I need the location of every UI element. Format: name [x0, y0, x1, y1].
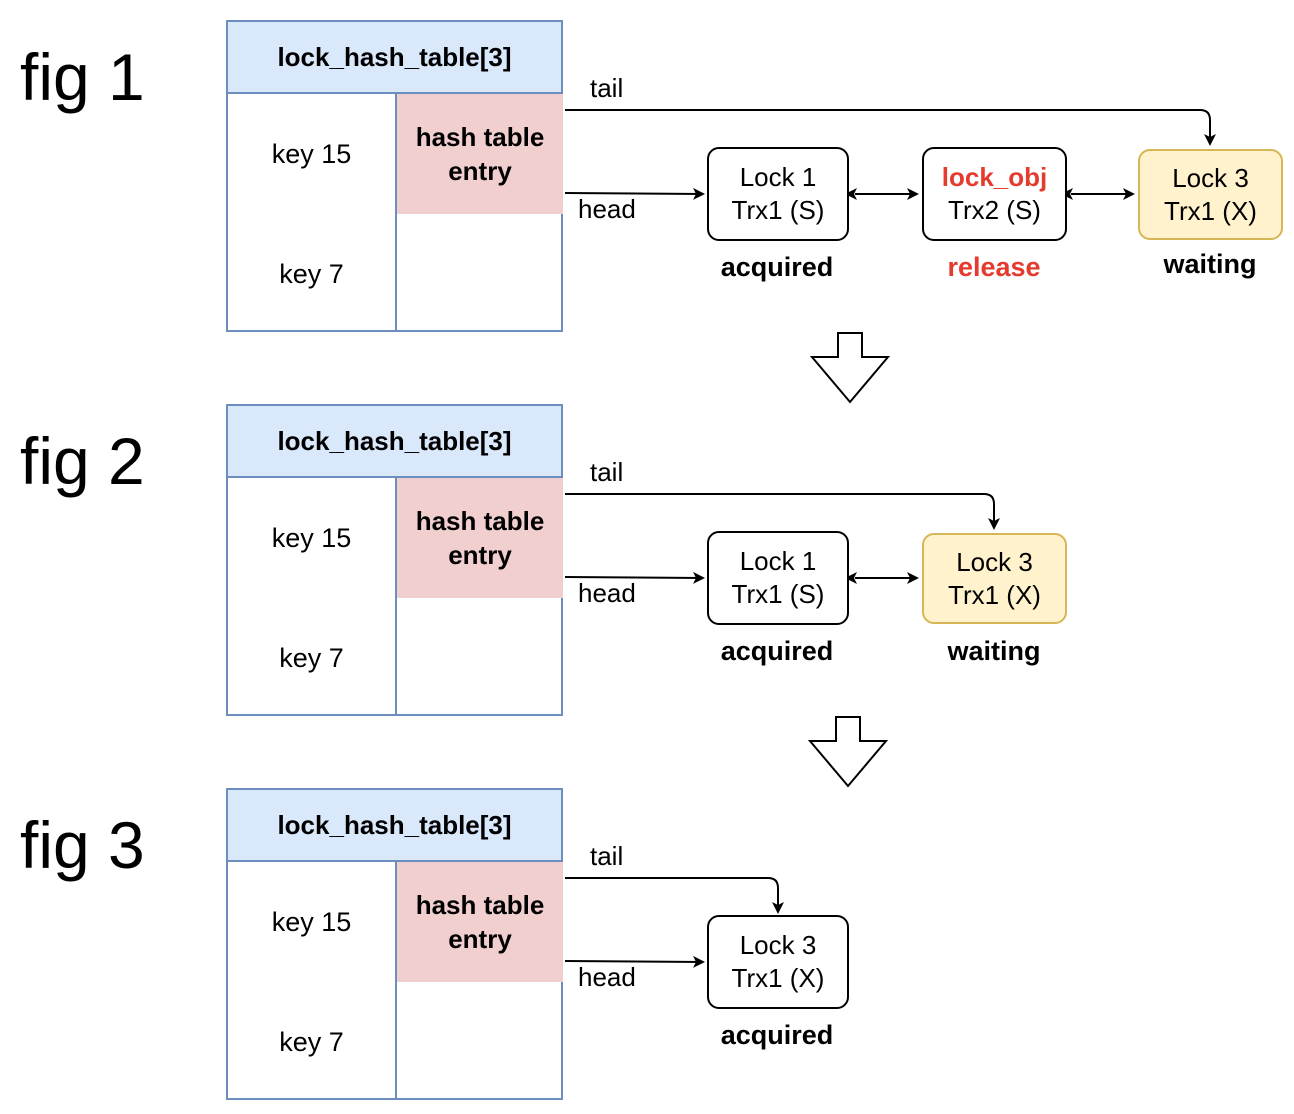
- fig3-key-15: key 15: [271, 906, 352, 937]
- fig3-lock-1-state: acquired: [720, 1020, 834, 1050]
- fig3-head-label: head: [578, 962, 636, 992]
- fig3-head-arrow: [564, 955, 705, 968]
- fig1-key-7: key 7: [279, 258, 344, 289]
- fig2-lock-2-state: waiting: [947, 636, 1041, 666]
- fig1-lock-1-state: acquired: [720, 252, 834, 282]
- fig1-key-15: key 15: [271, 138, 352, 169]
- fig1-lock-3-state: waiting: [1163, 249, 1257, 279]
- fig1-hash-entry: hash table entry: [397, 94, 563, 214]
- down-arrow-2: [807, 716, 889, 788]
- fig1-hash-entry-line1: hash table: [415, 122, 545, 152]
- fig1-lock-node-3: Lock 3 Trx1 (X): [1138, 149, 1283, 240]
- fig3-hash-table: lock_hash_table[3] hash table entry key …: [226, 788, 563, 1100]
- lock-name: Lock 1: [739, 162, 817, 192]
- fig2-lock-1-state: acquired: [720, 636, 834, 666]
- fig1-column-divider: [395, 94, 397, 332]
- fig2-tail-label: tail: [590, 457, 624, 487]
- fig2-lock-node-1: Lock 1 Trx1 (S): [707, 531, 849, 625]
- fig1-hash-table: lock_hash_table[3] hash table entry key …: [226, 20, 563, 332]
- fig2-lock-node-2: Lock 3 Trx1 (X): [922, 533, 1067, 624]
- fig1-head-arrow: [564, 187, 705, 200]
- lock-name: Lock 3: [739, 930, 817, 960]
- fig3-label: fig 3: [20, 808, 145, 882]
- lock-name: Lock 3: [956, 546, 1033, 577]
- fig1-head-label: head: [578, 194, 636, 224]
- lock-trx: Trx1 (X): [948, 579, 1041, 610]
- fig3-hash-entry-line2: entry: [448, 924, 512, 954]
- fig2-table-title: lock_hash_table[3]: [228, 406, 561, 478]
- lock-trx: Trx2 (S): [948, 195, 1041, 225]
- fig2-hash-entry-line2: entry: [448, 540, 512, 570]
- fig2-hash-entry-line1: hash table: [415, 506, 545, 536]
- lock-name: Lock 1: [739, 546, 817, 576]
- fig1-lock-2-state: release: [947, 252, 1041, 282]
- fig3-table-title: lock_hash_table[3]: [228, 790, 561, 862]
- lock-trx: Trx1 (X): [731, 963, 825, 993]
- fig2-hash-table: lock_hash_table[3] hash table entry key …: [226, 404, 563, 716]
- fig3-key-7: key 7: [279, 1026, 344, 1057]
- fig3-hash-entry-line1: hash table: [415, 890, 545, 920]
- fig3-lock-node-1: Lock 3 Trx1 (X): [707, 915, 849, 1009]
- lock-name: Lock 3: [1172, 162, 1249, 193]
- fig2-head-arrow: [564, 571, 705, 584]
- fig1-table-title: lock_hash_table[3]: [228, 22, 561, 94]
- down-arrow-1: [809, 332, 891, 404]
- fig2-key-15: key 15: [271, 522, 352, 553]
- fig1-hash-entry-line2: entry: [448, 156, 512, 186]
- fig1-tail-label: tail: [590, 73, 624, 103]
- fig1-lock-node-1: Lock 1 Trx1 (S): [707, 147, 849, 241]
- lock-name: lock_obj: [941, 162, 1048, 192]
- fig3-hash-entry: hash table entry: [397, 862, 563, 982]
- fig1-lock-node-2: lock_obj Trx2 (S): [922, 147, 1067, 241]
- fig2-label: fig 2: [20, 424, 145, 498]
- fig3-column-divider: [395, 862, 397, 1100]
- fig1-label: fig 1: [20, 40, 145, 114]
- fig2-tail-arrow: [565, 493, 1000, 530]
- lock-trx: Trx1 (S): [731, 579, 825, 609]
- fig1-tail-arrow: [565, 109, 1216, 146]
- fig2-hash-entry: hash table entry: [397, 478, 563, 598]
- lock-trx: Trx1 (S): [731, 195, 825, 225]
- fig3-tail-label: tail: [590, 841, 624, 871]
- fig3-tail-arrow: [565, 877, 784, 914]
- lock-trx: Trx1 (X): [1164, 195, 1257, 226]
- fig2-head-label: head: [578, 578, 636, 608]
- fig2-column-divider: [395, 478, 397, 716]
- fig2-key-7: key 7: [279, 642, 344, 673]
